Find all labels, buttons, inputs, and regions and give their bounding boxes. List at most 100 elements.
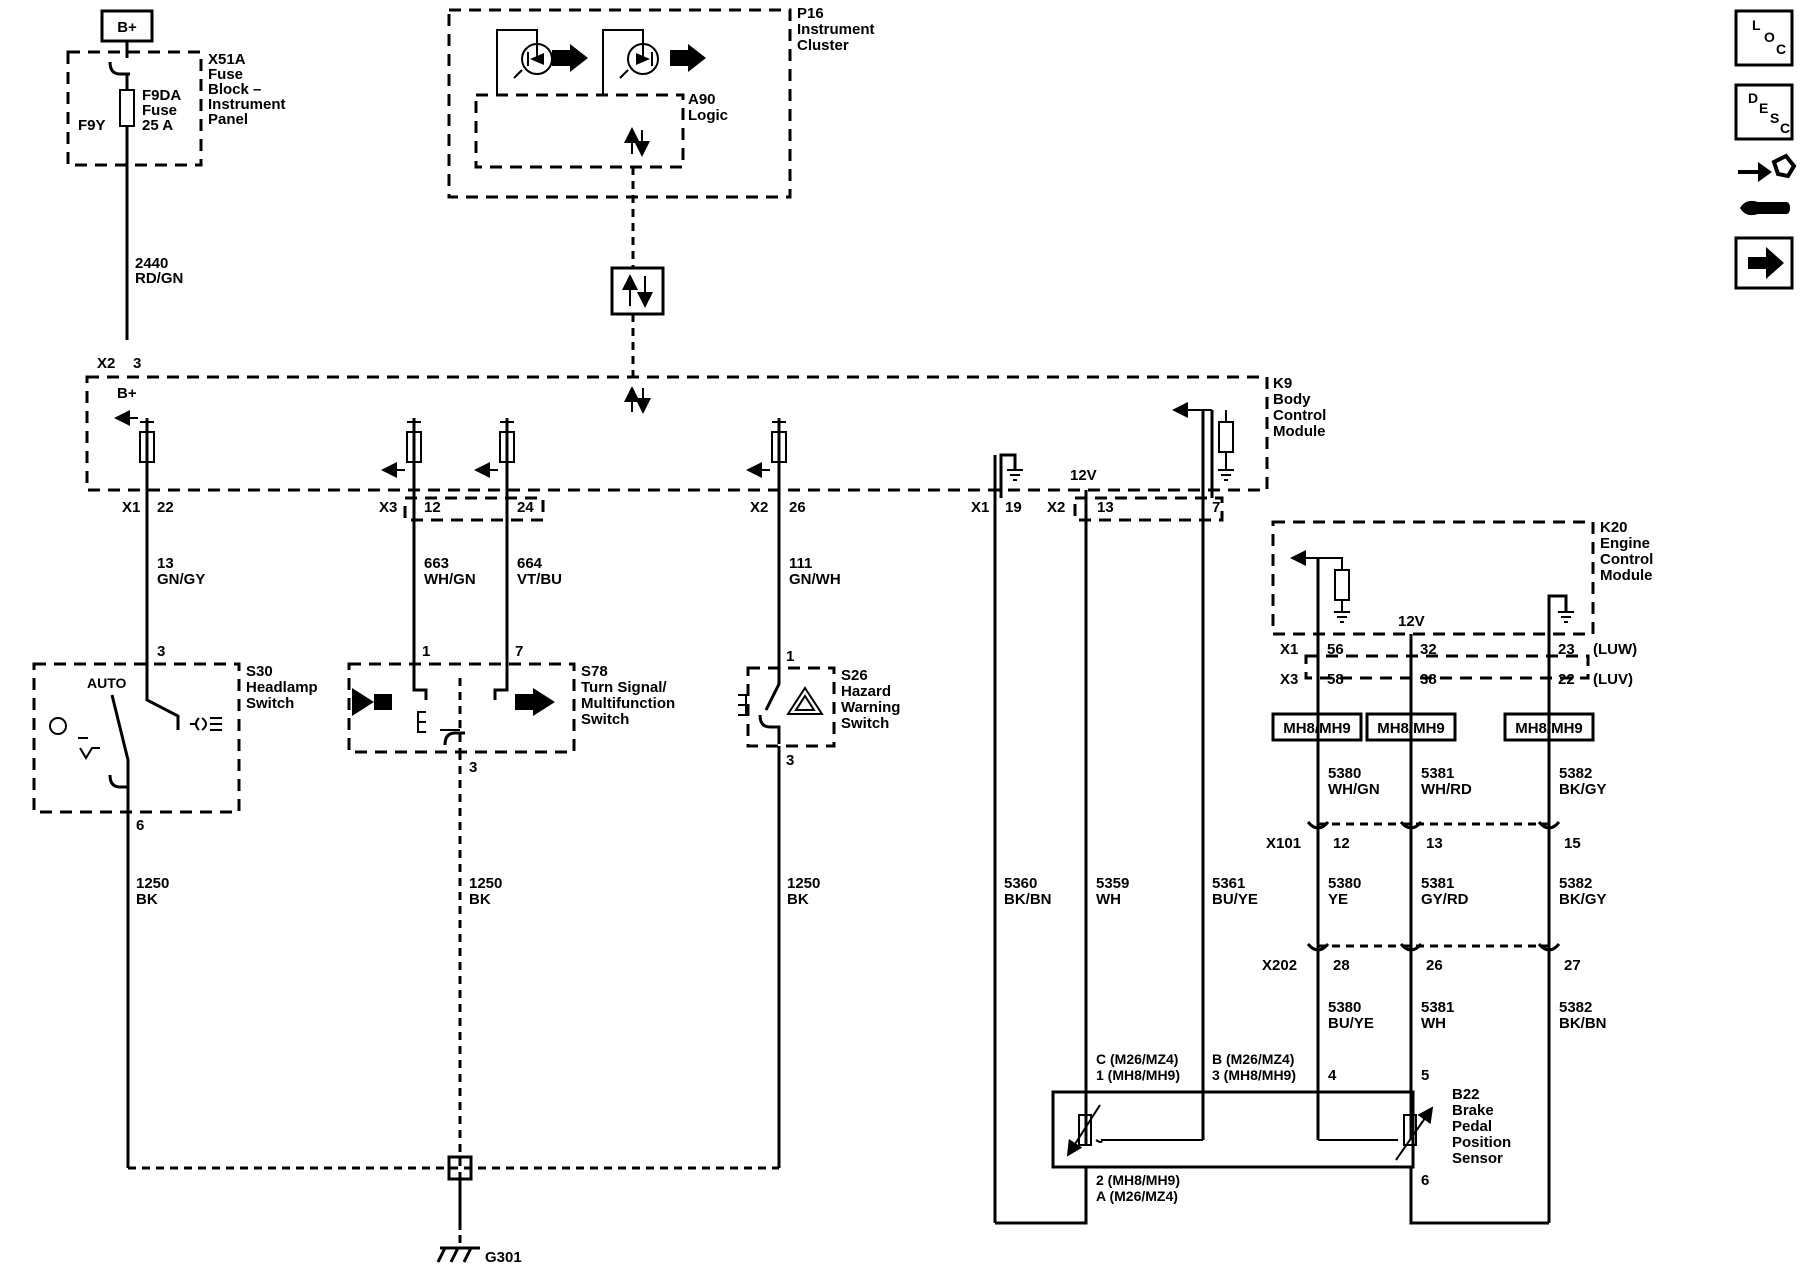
option-label: MH8/MH9 — [1515, 720, 1583, 737]
ecm-x1-pin: 23 — [1558, 641, 1575, 658]
wire-13-circuit: 13 — [157, 555, 174, 572]
wire-5382-color: BK/BN — [1559, 1015, 1607, 1032]
x202-pin: 27 — [1564, 957, 1581, 974]
bcm-pin-number: 13 — [1097, 499, 1114, 516]
next-page-arrow-button[interactable] — [1734, 236, 1794, 290]
bcm-pin-connector: X1 — [122, 499, 140, 516]
off-position-icon — [49, 717, 67, 735]
bcm-signal-7 — [1172, 402, 1234, 498]
headlamp-icon — [190, 717, 222, 731]
fuse-block-desc-3: Instrument — [208, 96, 286, 113]
b22-pin-c-1: C (M26/MZ4) — [1096, 1051, 1178, 1067]
ecm-x1-pin: 32 — [1420, 641, 1437, 658]
wire-111-color: GN/WH — [789, 571, 841, 588]
wire-1250-color: BK — [469, 891, 491, 908]
ground-bus: G301 — [128, 1155, 779, 1266]
ecm-x1-label: X1 — [1280, 641, 1298, 658]
location-view-button[interactable]: L O C — [1734, 9, 1794, 67]
bcm-pin-number: 7 — [1212, 499, 1220, 516]
ecm-name: K20 — [1600, 519, 1628, 536]
connector-x202: X202 28 26 27 — [1262, 942, 1581, 974]
b22-desc-2: Pedal — [1452, 1118, 1492, 1135]
logic-name: A90 — [688, 91, 716, 108]
wire-5382-circuit: 5382 — [1559, 999, 1592, 1016]
ecm-x3-pin: 58 — [1327, 671, 1344, 688]
desc-letter-s: S — [1770, 110, 1779, 126]
ground-name: G301 — [485, 1249, 522, 1266]
loc-letter-o: O — [1764, 29, 1775, 45]
b22-desc-4: Sensor — [1452, 1150, 1503, 1167]
b22-desc-1: Brake — [1452, 1102, 1494, 1119]
wire-5360-circuit: 5360 — [1004, 875, 1037, 892]
wire-1250-circuit: 1250 — [787, 875, 820, 892]
wire-5382-circuit: 5382 — [1559, 765, 1592, 782]
right-arrow-icon — [1748, 247, 1784, 279]
ecm-x3-tag: (LUV) — [1593, 671, 1633, 688]
service-tools-button[interactable] — [1738, 153, 1797, 216]
wire-5361-circuit: 5361 — [1212, 875, 1245, 892]
ecm-sensor-wires: 5380 WH/GN 5381 WH/RD 5382 BK/GY X101 12… — [1262, 740, 1607, 1223]
s26-pin-bottom: 3 — [786, 752, 794, 769]
b22-desc-3: Position — [1452, 1134, 1511, 1151]
s26-desc-1: Hazard — [841, 683, 891, 700]
instrument-cluster-p16: P16 Instrument Cluster A90 Logic — [447, 5, 875, 268]
ecm-x1-pin: 56 — [1327, 641, 1344, 658]
bcm-desc-3: Module — [1273, 423, 1326, 440]
wire-5380-circuit: 5380 — [1328, 875, 1361, 892]
s30-pin-bottom: 6 — [136, 817, 144, 834]
x202-name: X202 — [1262, 957, 1297, 974]
potentiometer-right-icon — [1318, 1106, 1434, 1161]
s30-desc-1: Headlamp — [246, 679, 318, 696]
cluster-name: P16 — [797, 5, 824, 22]
option-label: MH8/MH9 — [1377, 720, 1445, 737]
ecm-voltage-label: 12V — [1398, 613, 1425, 630]
wrench-icon — [1740, 200, 1790, 216]
s26-name: S26 — [841, 667, 868, 684]
right-turn-indicator-icon — [619, 43, 706, 79]
wire-111-circuit: 111 — [789, 555, 812, 572]
description-button[interactable]: D E S C — [1734, 83, 1794, 141]
bcm-desc-2: Control — [1273, 407, 1326, 424]
bcm-pin-number: 12 — [424, 499, 441, 516]
fuse-id: F9DA — [142, 87, 181, 104]
hazard-triangle-icon — [786, 686, 824, 715]
fuse-f9da — [119, 89, 135, 127]
s78-pin-left: 1 — [422, 643, 430, 660]
s78-pin-bottom: 3 — [469, 759, 477, 776]
b22-pin-b-1: B (M26/MZ4) — [1212, 1051, 1294, 1067]
loc-letter-l: L — [1752, 17, 1761, 33]
bcm-pin-connector: X2 — [1047, 499, 1065, 516]
s26-pin-top: 1 — [786, 648, 794, 665]
bcm-driver-12 — [381, 418, 422, 498]
potentiometer-left-icon — [1066, 1104, 1203, 1157]
ecm-k20: K20 Engine Control Module 12V X1 X3 56 3… — [1271, 519, 1653, 1140]
ground-icon — [436, 1246, 480, 1263]
bcm-power-connector: X2 — [97, 355, 115, 372]
wire-5382-color: BK/GY — [1559, 891, 1607, 908]
hazard-switch-s26: 1 S26 Hazard Warning Switch 3 — [738, 648, 900, 1168]
ecm-x3-label: X3 — [1280, 671, 1298, 688]
fuse-word: Fuse — [142, 102, 177, 119]
battery-feed: B+ — [100, 9, 154, 58]
b22-pin-c-2: 1 (MH8/MH9) — [1096, 1067, 1180, 1083]
fuse-block-desc-2: Block – — [208, 81, 261, 98]
b22-pin-a-1: 2 (MH8/MH9) — [1096, 1172, 1180, 1188]
wire-1250-color: BK — [136, 891, 158, 908]
bcm-pin-connector: X1 — [971, 499, 989, 516]
desc-letter-d: D — [1748, 90, 1758, 106]
s30-desc-2: Switch — [246, 695, 294, 712]
bcm-pin-connector: X2 — [750, 499, 768, 516]
s78-name: S78 — [581, 663, 608, 680]
wire-663-color: WH/GN — [424, 571, 476, 588]
logic-data-arrows-icon — [624, 127, 650, 157]
s78-desc-1: Turn Signal/ — [581, 679, 667, 696]
bcm-power-label: B+ — [117, 385, 137, 402]
wire-1250-circuit: 1250 — [469, 875, 502, 892]
s78-desc-2: Multifunction — [581, 695, 675, 712]
fuse-block-desc-1: Fuse — [208, 66, 243, 83]
logic-word: Logic — [688, 107, 728, 124]
wire-5380-color: YE — [1328, 891, 1348, 908]
x101-pin: 13 — [1426, 835, 1443, 852]
bcm-power-pin: 3 — [133, 355, 141, 372]
ecm-desc-1: Engine — [1600, 535, 1650, 552]
